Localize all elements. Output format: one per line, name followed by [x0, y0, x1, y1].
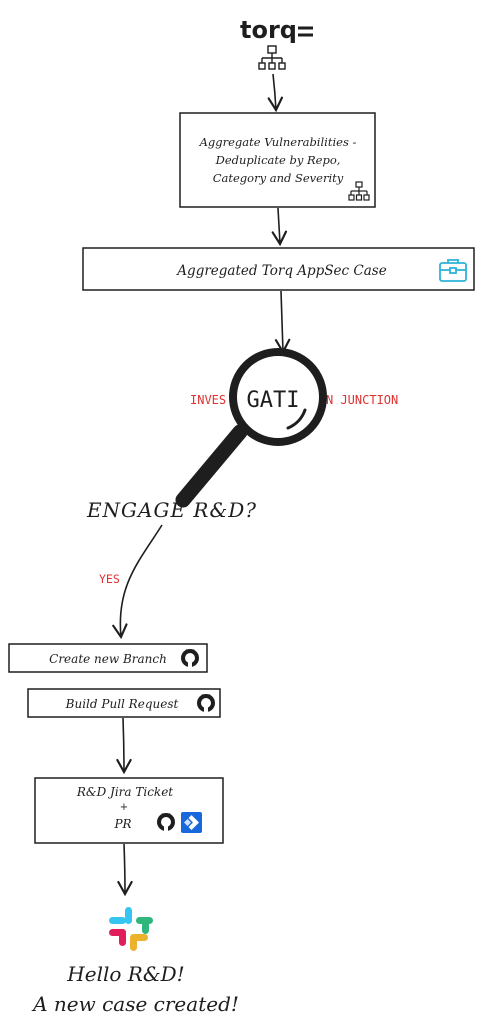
briefcase-icon — [439, 259, 467, 282]
investigation-node: INVES N JUNCTION GATI — [175, 348, 398, 508]
final-line-1: Hello R&D! — [66, 962, 184, 986]
jira-plus: + — [120, 802, 128, 813]
slack-icon — [109, 907, 153, 951]
case-label: Aggregated Torq AppSec Case — [175, 263, 386, 279]
pull-request-label: Build Pull Request — [65, 697, 179, 711]
aggregate-line-2: Deduplicate by Repo, — [215, 153, 341, 167]
arrow-pull-to-jira — [116, 717, 132, 775]
workflow-icon — [258, 45, 286, 70]
arrow-decision-to-branch — [112, 524, 163, 640]
branch-node: Create new Branch — [8, 643, 208, 673]
github-icon — [197, 694, 215, 712]
pull-request-node: Build Pull Request — [27, 688, 221, 718]
investigation-middle-text: GATI — [247, 388, 300, 413]
aggregate-line-3: Category and Severity — [213, 171, 344, 185]
decision-label: ENGAGE R&D? — [86, 498, 257, 522]
case-node: Aggregated Torq AppSec Case — [82, 247, 475, 291]
yes-label: YES — [99, 572, 120, 586]
jira-node: R&D Jira Ticket + PR — [34, 777, 224, 844]
jira-icon — [181, 812, 202, 833]
arrow-jira-to-final — [117, 843, 133, 897]
workflow-icon — [348, 181, 370, 201]
aggregate-line-1: Aggregate Vulnerabilities - — [199, 135, 357, 149]
arrow-aggregate-to-case — [271, 207, 288, 247]
investigation-right-text: N JUNCTION — [326, 393, 398, 407]
investigation-left-text: INVES — [190, 393, 226, 407]
arrow-logo-to-aggregate — [267, 73, 284, 113]
jira-line-1: R&D Jira Ticket — [76, 785, 173, 799]
final-line-2: A new case created! — [31, 992, 239, 1016]
torq-logo-text: torq — [240, 16, 297, 44]
github-icon — [181, 649, 199, 667]
arrow-case-to-investigation — [274, 290, 291, 355]
github-icon — [157, 813, 175, 831]
jira-line-2: PR — [113, 817, 131, 831]
torq-logo: torq — [240, 16, 313, 44]
aggregate-node: Aggregate Vulnerabilities - Deduplicate … — [179, 112, 376, 208]
final-node: Hello R&D! A new case created! — [31, 907, 239, 1016]
branch-label: Create new Branch — [49, 652, 167, 666]
magnifier-icon — [175, 348, 327, 508]
